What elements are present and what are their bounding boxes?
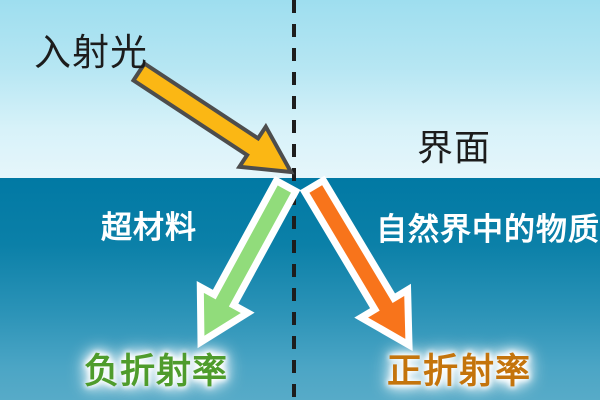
- upper-medium-region: [0, 0, 600, 178]
- label-natural-matter: 自然界中的物质: [376, 212, 600, 247]
- lower-medium-region: [0, 178, 600, 400]
- label-negative-refractive-index: 负折射率: [84, 352, 229, 391]
- label-positive-refractive-index: 正折射率: [387, 352, 532, 391]
- label-metamaterial: 超材料: [101, 210, 197, 245]
- label-incident-light: 入射光: [34, 32, 148, 73]
- label-interface: 界面: [417, 127, 492, 168]
- positive-refraction-arrow: [299, 175, 413, 352]
- negative-refraction-arrow: [196, 175, 301, 349]
- incident-light-arrow: [130, 60, 295, 175]
